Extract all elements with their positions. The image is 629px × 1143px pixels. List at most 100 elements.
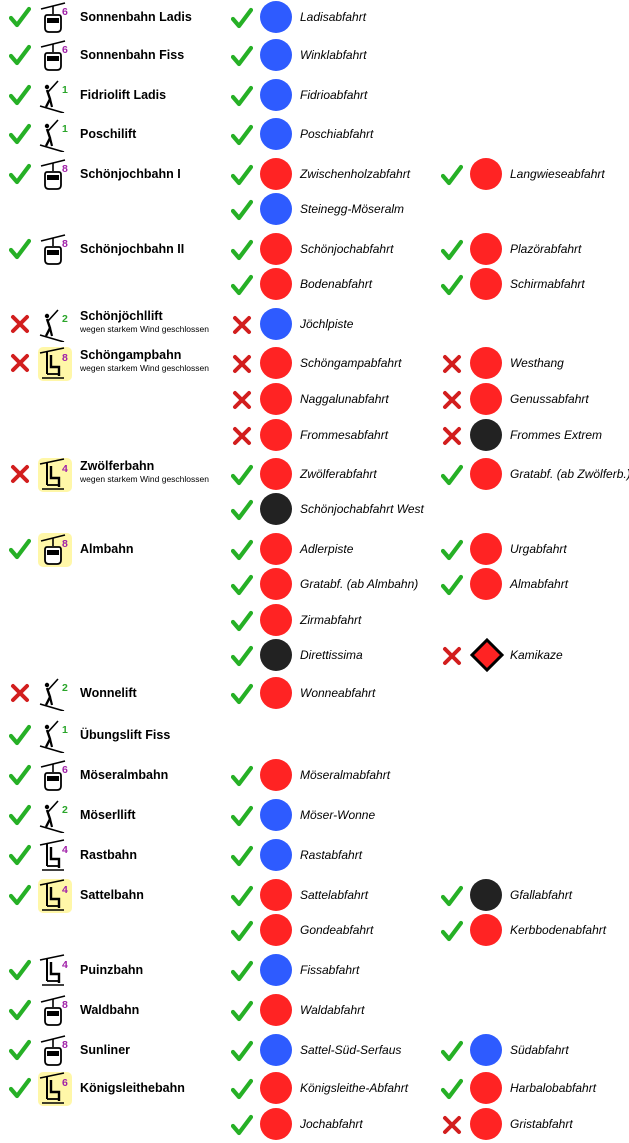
lift-name[interactable]: Übungslift Fiss [80,728,171,742]
run-entry[interactable]: Schirmabfahrt [441,267,629,303]
run-entry[interactable]: Kamikaze [441,638,629,674]
run-name: Schönjochabfahrt West [300,502,424,516]
lift-name[interactable]: Schönjochbahn I [80,167,181,181]
lift-name[interactable]: Puinzbahn [80,963,144,977]
run-entry[interactable]: Fissabfahrt [231,953,436,989]
blue-run-circle [470,1034,502,1066]
run-entry[interactable]: Frommesabfahrt [231,418,436,454]
run-entry[interactable]: Bodenabfahrt [231,267,436,303]
run-name: Frommes Extrem [510,428,603,442]
red-run-circle [260,879,292,911]
red-run-circle [260,1072,292,1104]
run-entry[interactable]: Rastabfahrt [231,838,436,874]
lift-name[interactable]: Schönjochbahn II [80,242,185,256]
black-run-circle [260,639,292,671]
run-entry[interactable]: Ladisabfahrt [231,0,436,36]
run-entry[interactable]: Urgabfahrt [441,532,629,568]
run-entry[interactable]: Gondeabfahrt [231,913,436,949]
run-entry[interactable]: Harbalobabfahrt [441,1071,629,1107]
run-name: Frommesabfahrt [300,428,389,442]
run-entry[interactable]: Frommes Extrem [441,418,629,454]
run-entry[interactable]: Fidrioabfahrt [231,78,436,114]
run-entry[interactable]: Gfallabfahrt [441,878,629,914]
lift-name[interactable]: Rastbahn [80,848,137,862]
run-entry[interactable]: Kerbbodenabfahrt [441,913,629,949]
run-entry[interactable]: Gristabfahrt [441,1107,629,1143]
run-entry[interactable]: Jochabfahrt [231,1107,436,1143]
check-icon [231,1000,253,1022]
cross-icon [231,389,253,411]
run-entry[interactable]: Zirmabfahrt [231,603,436,639]
lift-name[interactable]: Sonnenbahn Fiss [80,48,185,62]
run-entry[interactable]: Schönjochabfahrt [231,232,436,268]
run-entry[interactable]: Langwieseabfahrt [441,157,629,193]
lift-name[interactable]: Sonnenbahn Ladis [80,10,192,24]
lift-name[interactable]: Sunliner [80,1043,131,1057]
check-icon [231,805,253,827]
run-entry[interactable]: Almabfahrt [441,567,629,603]
run-entry[interactable]: Königsleithe-Abfahrt [231,1071,436,1107]
tbar-icon: 2 [38,677,72,711]
lift-name[interactable]: Schönjöchllift [80,309,163,323]
run-entry[interactable]: Adlerpiste [231,532,436,568]
run-entry[interactable]: Genussabfahrt [441,382,629,418]
check-icon [9,123,31,145]
lift-name[interactable]: Königsleithebahn [80,1081,185,1095]
check-icon [9,1077,31,1099]
check-icon [231,199,253,221]
lift-capacity: 4 [62,844,68,856]
gondola-icon: 6 [38,39,72,73]
run-entry[interactable]: Südabfahrt [441,1033,629,1069]
run-entry[interactable]: Schönjochabfahrt West [231,492,436,528]
lift-name[interactable]: Poschilift [80,127,137,141]
lift-name[interactable]: Möserllift [80,808,136,822]
run-entry[interactable]: Poschiabfahrt [231,117,436,153]
red-run-circle [260,419,292,451]
check-icon [9,238,31,260]
lift-name[interactable]: Almbahn [80,542,134,556]
red-run-circle [260,383,292,415]
run-entry[interactable]: Gratabf. (ab Almbahn) [231,567,436,603]
run-entry[interactable]: Zwölferabfahrt [231,457,436,493]
run-entry[interactable]: Waldabfahrt [231,993,436,1029]
check-icon [231,1078,253,1100]
lift-row: Zirmabfahrt [0,603,629,639]
black-run-circle [470,879,502,911]
lift-name[interactable]: Waldbahn [80,1003,140,1017]
run-entry[interactable]: Wonneabfahrt [231,676,436,712]
cross-icon [441,389,463,411]
blue-run-circle [260,839,292,871]
run-entry[interactable]: Sattelabfahrt [231,878,436,914]
run-entry[interactable]: Winklabfahrt [231,38,436,74]
run-name: Harbalobabfahrt [510,1081,597,1095]
run-entry[interactable]: Naggalunabfahrt [231,382,436,418]
run-entry[interactable]: Sattel-Süd-Serfaus [231,1033,436,1069]
check-icon [231,239,253,261]
check-icon [441,464,463,486]
check-icon [441,539,463,561]
run-entry[interactable]: Direttissima [231,638,436,674]
run-entry[interactable]: Jöchlpiste [231,307,436,343]
lift-name[interactable]: Fidriolift Ladis [80,88,167,102]
red-run-circle [260,347,292,379]
run-entry[interactable]: Möser-Wonne [231,798,436,834]
run-entry[interactable]: Zwischenholzabfahrt [231,157,436,193]
lift-name[interactable]: Möseralmbahn [80,768,169,782]
run-entry[interactable]: Westhang [441,346,629,382]
lift-name[interactable]: Schöngampbahn [80,348,182,362]
lift-capacity: 1 [62,724,68,736]
run-entry[interactable]: Plazörabfahrt [441,232,629,268]
lift-name[interactable]: Wonnelift [80,686,137,700]
run-entry[interactable]: Möseralmabfahrt [231,758,436,794]
run-entry[interactable]: Steinegg-Möseralm [231,192,436,228]
lift-note: wegen starkem Wind geschlossen [80,363,209,373]
run-entry[interactable]: Schöngampabfahrt [231,346,436,382]
lift-name[interactable]: Zwölferbahn [80,459,155,473]
check-icon [231,124,253,146]
cross-icon [441,425,463,447]
lift-name[interactable]: Sattelbahn [80,888,144,902]
check-icon [9,1039,31,1061]
run-entry[interactable]: Gratabf. (ab Zwölferb.) [441,457,629,493]
